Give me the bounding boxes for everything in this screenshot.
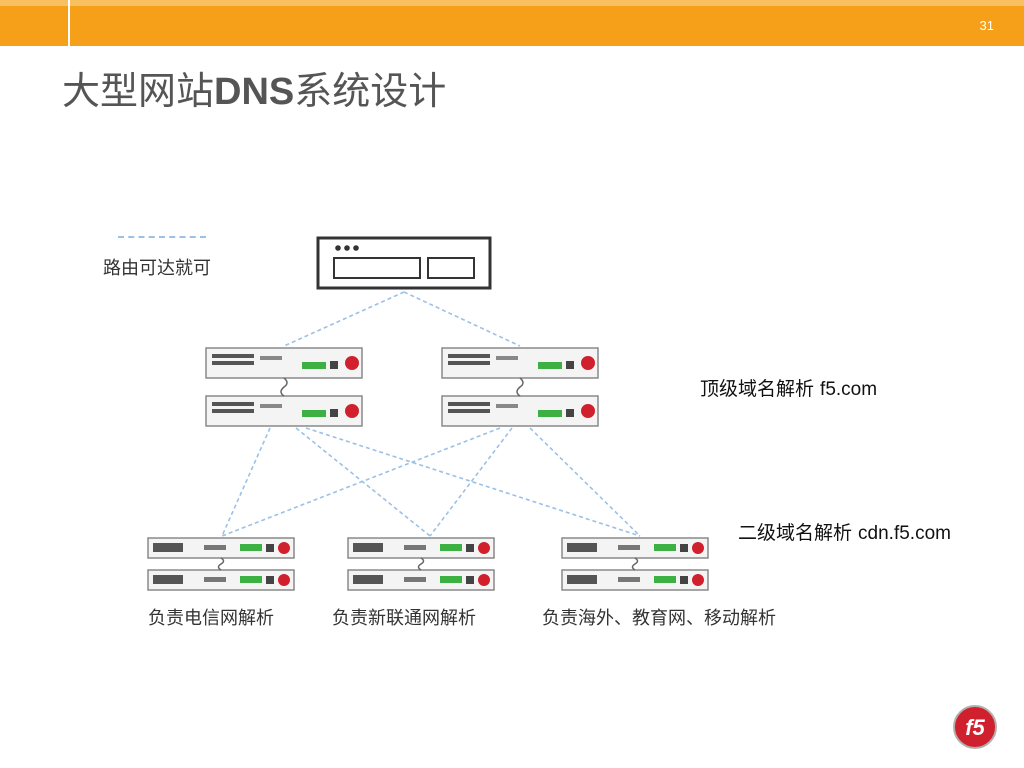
core-router-icon (316, 236, 492, 290)
router-to-gtm-links (283, 291, 521, 347)
f5-logo-icon: f5 (953, 705, 997, 749)
gtm-to-ltm-links (221, 427, 641, 537)
top-level-label: 顶级域名解析 f5.com (700, 374, 877, 401)
dns-pair-overseas-icon (561, 537, 709, 591)
legend-dashed-line (118, 236, 206, 238)
header-strip (0, 0, 1024, 6)
page-number: 31 (979, 18, 994, 33)
dns-pair-unicom-icon (347, 537, 495, 591)
header-bar (0, 0, 1024, 46)
slide-title: 大型网站DNS系统设计 (62, 72, 446, 111)
second-level-domain: cdn.f5.com (858, 523, 951, 544)
top-level-label-cn: 顶级域名解析 (700, 378, 821, 400)
title-dns: DNS (214, 71, 295, 113)
second-level-label: 二级域名解析 cdn.f5.com (738, 518, 951, 545)
legend-text: 路由可达就可 (103, 258, 211, 279)
second-level-label-cn: 二级域名解析 (738, 522, 859, 544)
header-separator (68, 0, 70, 46)
title-prefix: 大型网站 (62, 69, 215, 113)
gtm-pair-left-icon (205, 347, 363, 427)
gtm-pair-right-icon (441, 347, 599, 427)
group-telecom-label: 负责电信网解析 (148, 608, 274, 629)
top-level-domain: f5.com (820, 379, 878, 400)
dns-pair-telecom-icon (147, 537, 295, 591)
title-suffix: 系统设计 (294, 69, 447, 113)
group-overseas-label: 负责海外、教育网、移动解析 (542, 608, 776, 629)
group-unicom-label: 负责新联通网解析 (332, 608, 476, 629)
f5-logo-text: f5 (965, 715, 985, 740)
